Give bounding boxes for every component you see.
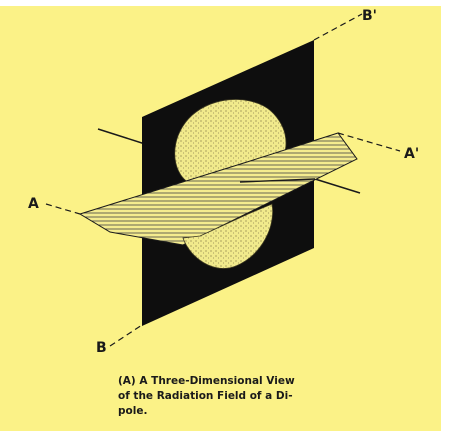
axis-a-left bbox=[46, 204, 80, 214]
figure-caption: (A) A Three-Dimensional View of the Radi… bbox=[118, 374, 333, 419]
caption-line: (A) A Three-Dimensional View bbox=[118, 374, 333, 389]
dipole-axis-right bbox=[315, 179, 360, 193]
axis-b-lower bbox=[110, 325, 142, 346]
caption-line: pole. bbox=[118, 404, 333, 419]
dipole-axis-left bbox=[98, 129, 145, 144]
axis-b-upper bbox=[314, 14, 362, 40]
label-a-prime: A' bbox=[404, 146, 419, 162]
label-b: B bbox=[96, 340, 107, 356]
caption-line: of the Radiation Field of a Di- bbox=[118, 389, 333, 404]
label-b-prime: B' bbox=[362, 8, 377, 24]
label-a: A bbox=[28, 196, 39, 212]
